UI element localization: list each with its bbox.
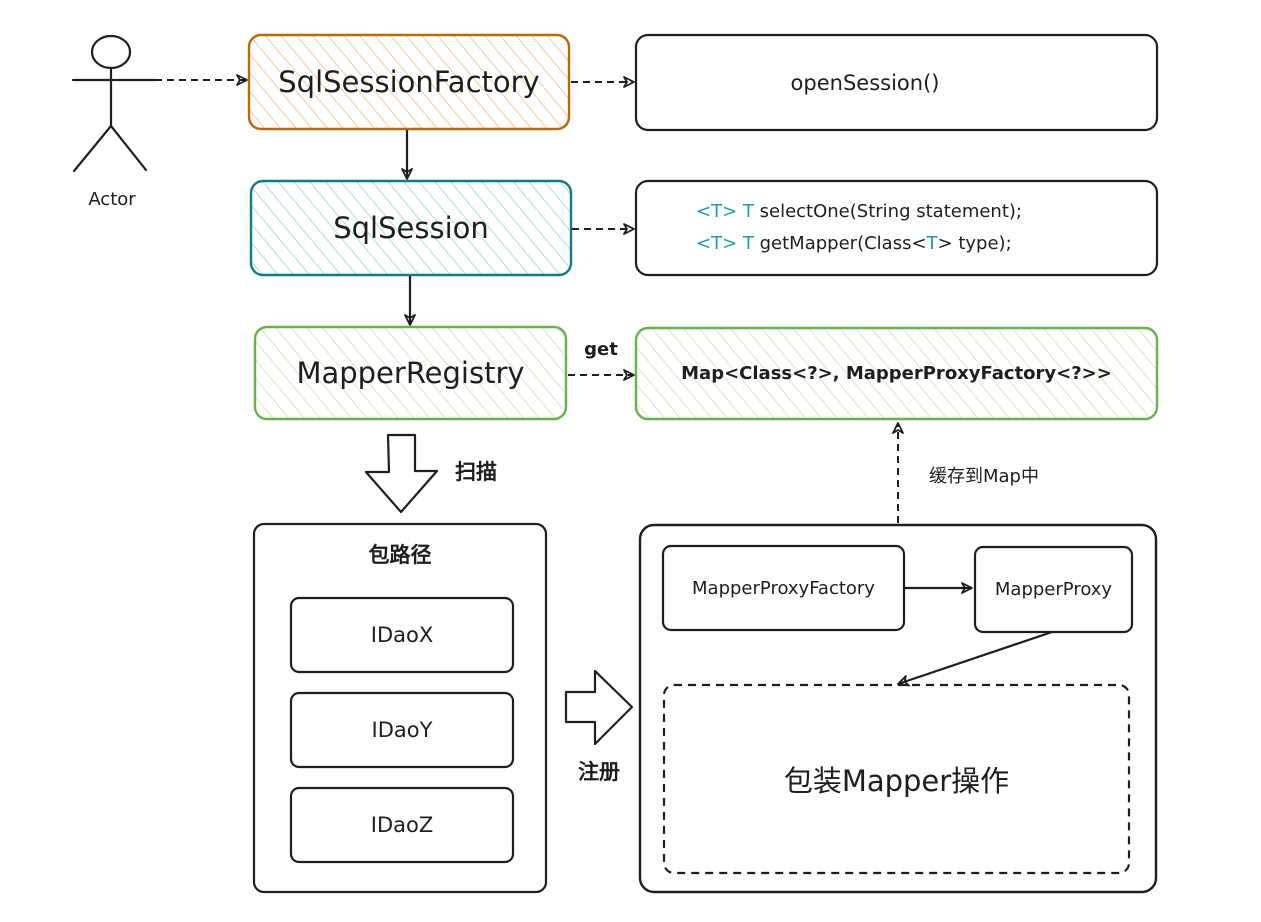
known-mappers-map-label: Map<Class<?>, MapperProxyFactory<?>> — [681, 363, 1112, 384]
method-signature-b: > type); — [937, 233, 1012, 254]
session-methods-box[interactable] — [634, 179, 1159, 277]
type-param: <T> — [696, 201, 738, 222]
mapper-registry-label: MapperRegistry — [296, 356, 525, 390]
idao-y-box[interactable] — [289, 691, 515, 769]
wrap-mapper-label: 包装Mapper操作 — [783, 764, 1010, 798]
sql-session-factory-label: SqlSessionFactory — [278, 65, 540, 99]
sql-session-box[interactable] — [249, 179, 573, 277]
session-methods-text: <T> T selectOne(String statement); <T> T… — [696, 181, 1136, 275]
open-session-label: openSession() — [790, 70, 940, 95]
open-session-box[interactable] — [634, 33, 1159, 132]
mapper-registry-box[interactable] — [253, 325, 568, 421]
type-param: <T> — [696, 233, 738, 254]
return-type: T — [742, 201, 754, 222]
mapper-proxy-label: MapperProxy — [994, 579, 1113, 600]
method-signature-a: getMapper(Class< — [753, 233, 927, 254]
method-get-mapper: <T> T getMapper(Class<T> type); — [696, 228, 1012, 260]
register-arrow-icon — [564, 669, 634, 746]
cache-label: 缓存到Map中 — [929, 466, 1039, 487]
sql-session-label: SqlSession — [333, 211, 489, 245]
register-label: 注册 — [578, 760, 620, 784]
mapper-proxy-box[interactable] — [973, 545, 1134, 634]
method-select-one: <T> T selectOne(String statement); — [696, 196, 1022, 228]
idao-y-label: IDaoY — [371, 718, 433, 742]
actor-label: Actor — [88, 188, 136, 210]
sql-session-factory-box[interactable] — [247, 33, 571, 131]
idao-x-box[interactable] — [289, 596, 515, 674]
mapper-proxy-factory-label: MapperProxyFactory — [692, 577, 875, 599]
idao-z-box[interactable] — [289, 786, 515, 864]
idao-z-label: IDaoZ — [370, 813, 434, 837]
inner-type: T — [926, 233, 938, 254]
known-mappers-map-box[interactable] — [634, 326, 1159, 421]
scan-arrow-icon — [364, 433, 439, 514]
get-edge-label: get — [584, 338, 618, 360]
return-type: T — [742, 233, 754, 254]
method-signature: selectOne(String statement); — [753, 201, 1022, 222]
scan-label: 扫描 — [455, 460, 497, 484]
actor-icon — [71, 34, 157, 173]
mapper-proxy-factory-box[interactable] — [661, 544, 906, 632]
package-path-title: 包路径 — [368, 543, 432, 567]
idao-x-label: IDaoX — [370, 623, 434, 647]
edge-proxy-to-wrap — [897, 630, 1053, 687]
